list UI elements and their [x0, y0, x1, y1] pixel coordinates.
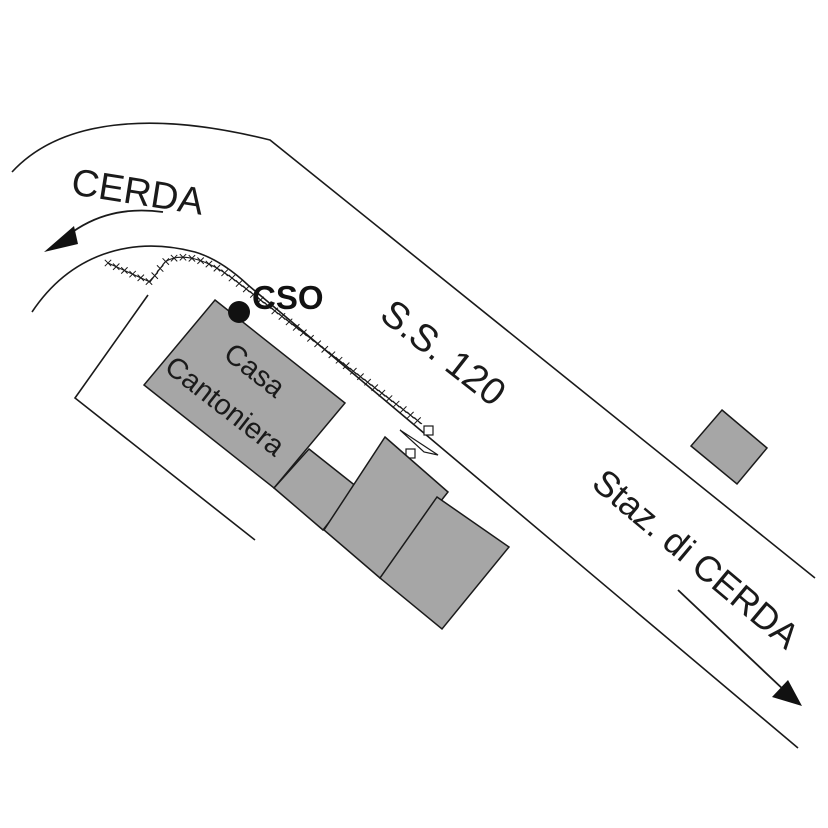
fence-cross [285, 318, 293, 326]
fence-cross [145, 277, 153, 286]
fence-cross [156, 264, 164, 273]
fence-cross [235, 279, 243, 288]
fence-cross [256, 296, 265, 304]
cso-marker-icon [228, 301, 250, 323]
fence-cross [221, 269, 229, 277]
fence-cross [162, 257, 170, 266]
road-inner-edge [31, 245, 799, 749]
gate-post [405, 448, 416, 459]
fence-cross [342, 362, 350, 370]
arrow-head-icon [772, 680, 802, 706]
fence-cross [364, 378, 372, 386]
fence-cross [399, 406, 407, 414]
fence-cross [321, 345, 329, 353]
fence-cross [392, 400, 400, 408]
arrow-head-icon [44, 226, 78, 252]
fence-cross [228, 274, 236, 282]
fence-cross [378, 389, 386, 397]
arrow-to-station [677, 589, 802, 706]
fence-cross [151, 272, 159, 280]
arrow-to-station-line [677, 589, 787, 693]
fence-cross [249, 290, 257, 299]
annex-building-3 [378, 495, 511, 631]
fence-cross [356, 373, 365, 381]
fence-cross [242, 285, 250, 293]
open-arrow-head-icon [399, 429, 439, 456]
fence-cross [349, 367, 357, 375]
fence-cross [264, 301, 272, 309]
property-boundary [73, 294, 256, 541]
fence-cross [413, 417, 422, 425]
fence-cross [406, 411, 414, 419]
fence-cross [328, 351, 336, 359]
road-edges [11, 122, 816, 749]
fence-cross [120, 266, 128, 274]
boundary-line [73, 294, 256, 541]
arrow-to-cerda [44, 209, 164, 252]
fence-cross [129, 270, 137, 278]
fence-cross [205, 260, 213, 268]
fence-cross [179, 253, 187, 261]
outbuilding-across-road [689, 408, 769, 486]
fence-cross [112, 263, 120, 271]
station-direction-label: Staz. di CERDA [585, 461, 808, 657]
fence-cross [314, 340, 322, 348]
fence-cross [197, 257, 205, 265]
buildings [142, 298, 769, 631]
fence-cross [306, 334, 315, 342]
discharge-symbol [399, 429, 439, 456]
fence-cross [104, 259, 112, 267]
fence-cross [188, 254, 196, 262]
fence-line [104, 253, 434, 459]
fence-cross [170, 254, 178, 262]
fence-cross [292, 323, 300, 331]
fence-cross [278, 312, 286, 320]
fence-cross [335, 356, 343, 364]
fence-cross [385, 395, 393, 403]
fence-cross [213, 264, 221, 272]
road-name-label: S.S. 120 [372, 292, 513, 415]
annex-building-1 [272, 447, 359, 532]
fence-cross [371, 384, 379, 392]
fence-cross [271, 307, 279, 315]
fence-cross [299, 329, 307, 337]
cerda-direction-label: CERDA [69, 161, 208, 223]
cso-label: CSO [252, 279, 324, 316]
road-outer-edge [11, 122, 816, 579]
fence-crosses [104, 253, 422, 425]
gate-post [423, 425, 434, 436]
fence-cross [137, 274, 145, 282]
